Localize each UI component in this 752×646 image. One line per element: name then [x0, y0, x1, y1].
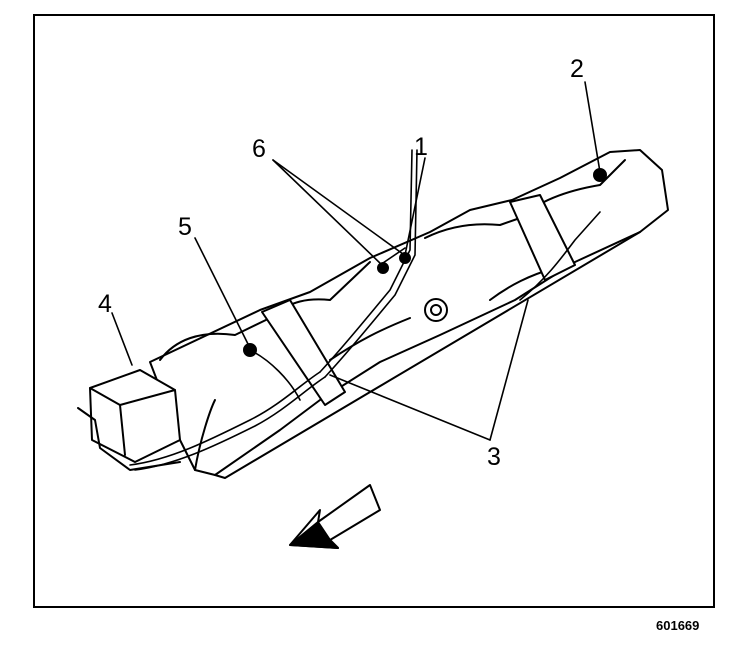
callout-2: 2 — [570, 55, 584, 83]
callout-5: 5 — [178, 213, 192, 241]
front-direction-arrow — [289, 484, 381, 549]
leader-lines — [111, 81, 601, 441]
figure-frame — [33, 14, 715, 608]
callouts: 1 2 3 4 5 6 — [98, 55, 584, 471]
callout-4: 4 — [98, 290, 112, 318]
hoses — [129, 149, 601, 471]
front-vent-fitting — [243, 343, 257, 357]
strap-rear — [509, 194, 576, 281]
strap-front — [261, 299, 346, 406]
fuel-tank — [149, 149, 669, 479]
callout-3: 3 — [487, 443, 501, 471]
callout-1: 1 — [414, 133, 428, 161]
filler-fitting — [424, 298, 448, 322]
evap-canister — [77, 369, 181, 471]
callout-6: 6 — [252, 135, 266, 163]
figure-id: 601669 — [656, 618, 700, 633]
harness-clip-a — [377, 262, 389, 274]
